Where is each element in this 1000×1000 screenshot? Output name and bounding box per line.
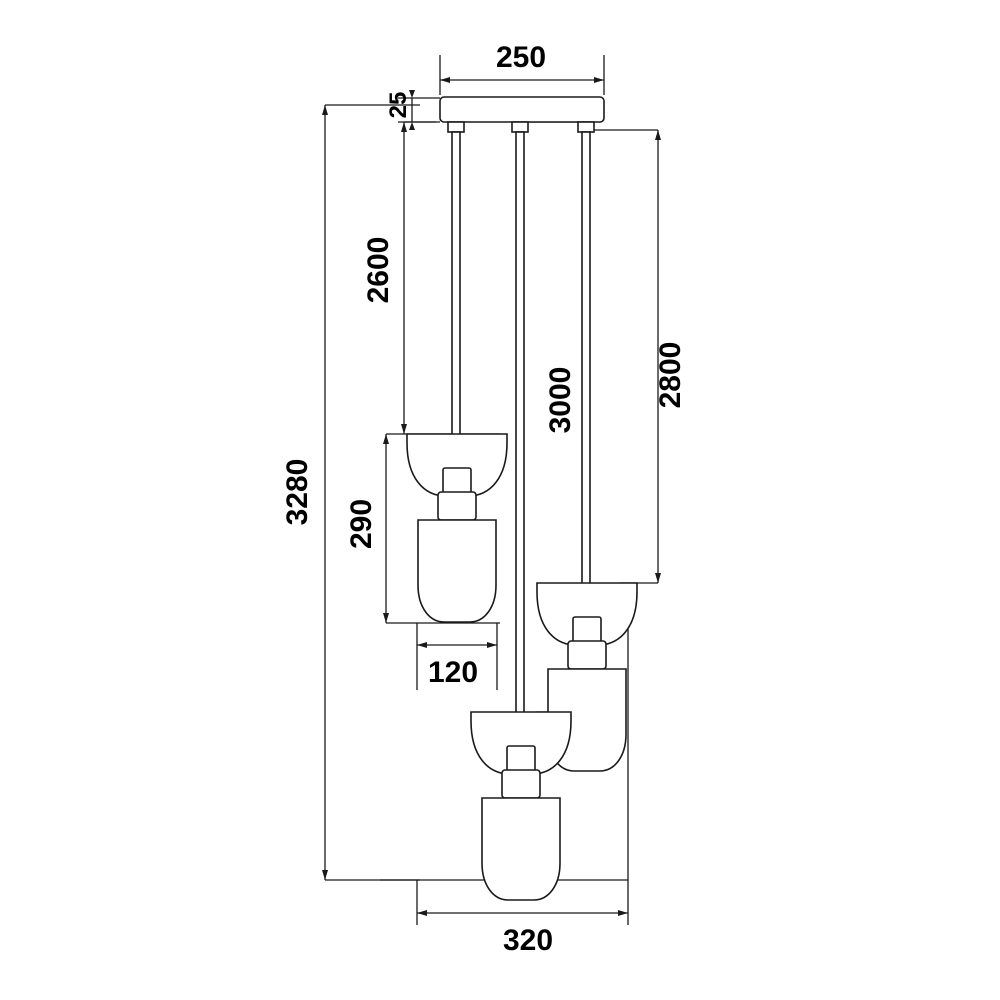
arrow-320-right	[618, 910, 628, 916]
pendant-left-glass	[417, 519, 497, 623]
pendant-shade-center	[470, 711, 572, 901]
dimension-arrows	[322, 77, 661, 916]
dimension-lines	[324, 55, 659, 925]
arrow-2800-top	[655, 130, 661, 140]
label-shade-width: 120	[428, 656, 478, 689]
arrow-25-bottom	[409, 122, 415, 130]
pendant-right-socket-collar	[572, 616, 602, 644]
arrow-320-left	[417, 910, 427, 916]
ceiling-canopy-plate	[439, 96, 605, 133]
suspension-cord-left	[451, 131, 461, 443]
arrow-290-bottom	[383, 613, 389, 623]
arrow-3280-bottom	[322, 870, 328, 880]
label-shade-height: 290	[345, 499, 378, 549]
arrow-290-top	[383, 434, 389, 444]
pendant-center-glass	[481, 797, 561, 901]
arrow-120-left	[417, 642, 427, 648]
label-overall-height: 3280	[281, 459, 314, 526]
pendant-left-lampholder	[437, 491, 477, 521]
fixture-geometry	[406, 96, 638, 901]
canopy-stem-left	[447, 121, 465, 133]
suspension-cord-right	[581, 131, 591, 593]
arrow-2600-bottom	[401, 424, 407, 434]
arrow-25-top	[409, 90, 415, 98]
pendant-center-socket-collar	[506, 745, 536, 773]
label-canopy-width: 250	[496, 41, 546, 74]
pendant-center-lampholder	[501, 769, 541, 799]
label-drop-left: 2600	[362, 237, 395, 304]
label-overall-width: 320	[503, 924, 553, 957]
label-drop-right: 2800	[654, 342, 687, 409]
arrow-250-right	[594, 77, 604, 83]
arrow-250-left	[440, 77, 450, 83]
arrow-120-right	[487, 642, 497, 648]
canopy-stem-right	[577, 121, 595, 133]
canopy-body	[439, 96, 605, 123]
pendant-left-socket-collar	[442, 467, 472, 495]
pendant-shade-left	[406, 433, 508, 623]
suspension-cord-center	[515, 131, 525, 723]
arrow-2800-bottom	[655, 573, 661, 583]
label-canopy-height: 25	[385, 92, 412, 119]
label-drop-middle: 3000	[544, 367, 577, 434]
canopy-stem-center	[511, 121, 529, 133]
arrow-3280-top	[322, 105, 328, 115]
arrow-2600-top	[401, 122, 407, 132]
pendant-right-lampholder	[567, 640, 607, 670]
dimension-labels: 250 25 2600 2800 3000 290 3280 120 320	[281, 41, 687, 957]
